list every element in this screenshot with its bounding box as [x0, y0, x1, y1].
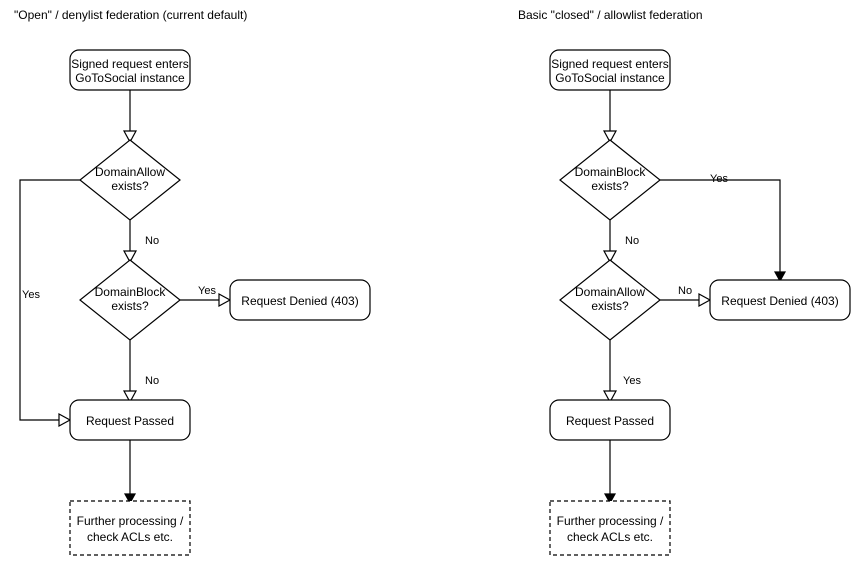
edge-label-domain-block-yes: Yes: [710, 173, 728, 185]
domain-block-decision-line2: exists?: [111, 299, 149, 313]
domain-allow-decision-line1: DomainAllow: [575, 285, 645, 299]
arrowhead-open-icon: [698, 292, 712, 308]
signed-request-entry-line2: GoToSocial instance: [555, 71, 665, 85]
domain-allow-decision-line1: DomainAllow: [95, 165, 165, 179]
further-processing-shape[interactable]: [69, 500, 191, 556]
arrowhead-open-icon: [602, 390, 618, 404]
signed-request-entry-line1: Signed request enters: [551, 57, 668, 71]
arrowhead-filled-icon: [773, 271, 787, 283]
node-further-processing-right[interactable]: Further processing / check ACLs etc.: [549, 500, 671, 556]
arrowhead-open-icon: [122, 390, 138, 404]
node-further-processing-left[interactable]: Further processing / check ACLs etc.: [69, 500, 191, 556]
arrowhead-open-icon: [218, 292, 232, 308]
request-denied-label: Request Denied (403): [241, 294, 358, 308]
node-request-passed-left[interactable]: Request Passed: [69, 399, 191, 441]
edge-line: [660, 179, 781, 272]
node-domain-allow-decision-left[interactable]: DomainAllow exists?: [79, 139, 181, 221]
edge-passed-to-further-left: [123, 440, 137, 505]
edge-label-domain-allow-no: No: [678, 285, 692, 297]
request-denied-label: Request Denied (403): [721, 294, 838, 308]
edge-domain-block-yes-right: Yes: [660, 173, 787, 283]
edge-domain-allow-yes-left: Yes: [19, 179, 80, 428]
signed-request-entry-line1: Signed request enters: [71, 57, 188, 71]
arrowhead-filled-icon: [123, 493, 137, 505]
diagram-open-denylist: "Open" / denylist federation (current de…: [14, 8, 371, 556]
domain-allow-decision-line2: exists?: [111, 179, 149, 193]
node-request-passed-right[interactable]: Request Passed: [549, 399, 671, 441]
further-processing-line1: Further processing /: [557, 514, 664, 528]
edge-label-domain-block-yes: Yes: [198, 285, 216, 297]
further-processing-shape[interactable]: [549, 500, 671, 556]
domain-allow-decision-line2: exists?: [591, 299, 629, 313]
node-request-denied-left[interactable]: Request Denied (403): [229, 279, 371, 321]
arrowhead-open-icon: [58, 412, 72, 428]
edge-entry-to-domain-allow-left: [122, 90, 138, 144]
arrowhead-open-icon: [602, 130, 618, 144]
node-request-denied-right[interactable]: Request Denied (403): [709, 279, 851, 321]
domain-block-decision-line1: DomainBlock: [95, 285, 167, 299]
request-passed-label: Request Passed: [566, 414, 654, 428]
further-processing-line1: Further processing /: [77, 514, 184, 528]
diagram-title-right: Basic "closed" / allowlist federation: [518, 8, 703, 22]
node-signed-request-entry-right[interactable]: Signed request enters GoToSocial instanc…: [549, 49, 671, 91]
edge-line: [19, 179, 80, 421]
arrowhead-filled-icon: [603, 493, 617, 505]
node-signed-request-entry-left[interactable]: Signed request enters GoToSocial instanc…: [69, 49, 191, 91]
request-passed-label: Request Passed: [86, 414, 174, 428]
further-processing-line2: check ACLs etc.: [567, 530, 653, 544]
edge-label-domain-block-no: No: [145, 375, 159, 387]
edge-domain-block-no-left: No: [122, 340, 159, 404]
further-processing-line2: check ACLs etc.: [87, 530, 173, 544]
domain-block-decision-line1: DomainBlock: [575, 165, 647, 179]
node-domain-block-decision-right[interactable]: DomainBlock exists?: [559, 139, 661, 221]
arrowhead-open-icon: [602, 250, 618, 264]
edge-domain-block-no-right: No: [602, 220, 639, 264]
diagram-title-left: "Open" / denylist federation (current de…: [14, 8, 247, 22]
edge-domain-allow-no-right: No: [660, 285, 712, 308]
arrowhead-open-icon: [122, 250, 138, 264]
edge-domain-allow-no-left: No: [122, 220, 159, 264]
diagram-closed-allowlist: Basic "closed" / allowlist federation Si…: [518, 8, 851, 556]
request-denied-shape[interactable]: [229, 279, 371, 321]
edge-label-domain-block-no: No: [625, 235, 639, 247]
arrowhead-open-icon: [122, 130, 138, 144]
signed-request-entry-line2: GoToSocial instance: [75, 71, 185, 85]
edge-label-domain-allow-yes: Yes: [22, 289, 40, 301]
edge-entry-to-domain-block-right: [602, 90, 618, 144]
node-domain-block-decision-left[interactable]: DomainBlock exists?: [79, 259, 181, 341]
request-denied-shape[interactable]: [709, 279, 851, 321]
edge-passed-to-further-right: [603, 440, 617, 505]
edge-label-domain-allow-yes: Yes: [623, 375, 641, 387]
edge-label-domain-allow-no: No: [145, 235, 159, 247]
edge-domain-allow-yes-right: Yes: [602, 340, 641, 404]
node-domain-allow-decision-right[interactable]: DomainAllow exists?: [559, 259, 661, 341]
domain-block-decision-line2: exists?: [591, 179, 629, 193]
edge-domain-block-yes-left: Yes: [180, 285, 232, 308]
